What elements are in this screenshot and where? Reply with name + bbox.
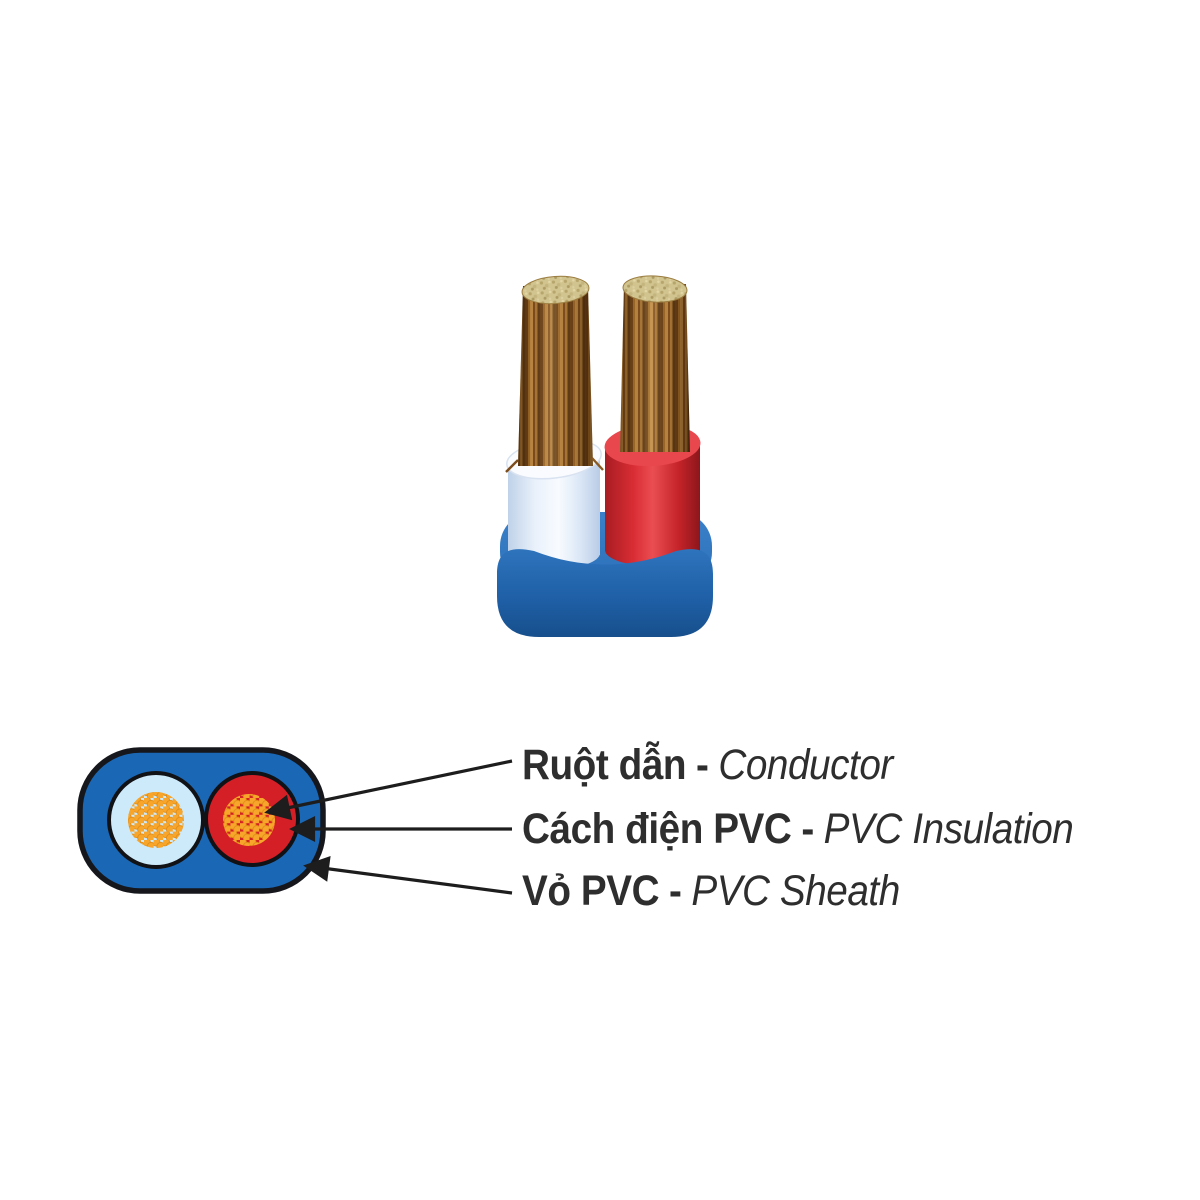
cable-3d-render [497, 275, 713, 637]
callout-arrows [264, 759, 513, 895]
legend-insulation-en: PVC Insulation [823, 805, 1074, 853]
legend-sheath-en: PVC Sheath [691, 867, 900, 915]
conductor-strands-right [223, 794, 275, 846]
callout-line-sheath [303, 855, 513, 895]
callout-line-conductor [264, 759, 513, 821]
legend-insulation-vi: Cách điện PVC [522, 805, 792, 853]
legend-sheath-separator: - [668, 867, 682, 915]
legend-insulation-separator: - [801, 805, 814, 853]
legend-item-insulation: Cách điện PVC-PVC Insulation [522, 803, 1074, 855]
legend-conductor-vi: Ruột dẫn [522, 741, 687, 789]
cable-cross-section [77, 747, 326, 894]
copper-bundle-left [505, 275, 604, 473]
legend-sheath-vi: Vỏ PVC [522, 867, 660, 915]
copper-cut-face-right [622, 275, 688, 303]
legend-conductor-separator: - [695, 741, 709, 789]
legend-item-sheath: Vỏ PVC-PVC Sheath [522, 865, 900, 917]
legend-item-conductor: Ruột dẫn-Conductor [522, 739, 893, 791]
copper-cut-face-left [521, 275, 590, 305]
copper-bundle-right [620, 275, 690, 452]
conductor-strands-left [128, 792, 184, 848]
sheath-block-front [497, 549, 713, 637]
legend-conductor-en: Conductor [718, 741, 893, 789]
